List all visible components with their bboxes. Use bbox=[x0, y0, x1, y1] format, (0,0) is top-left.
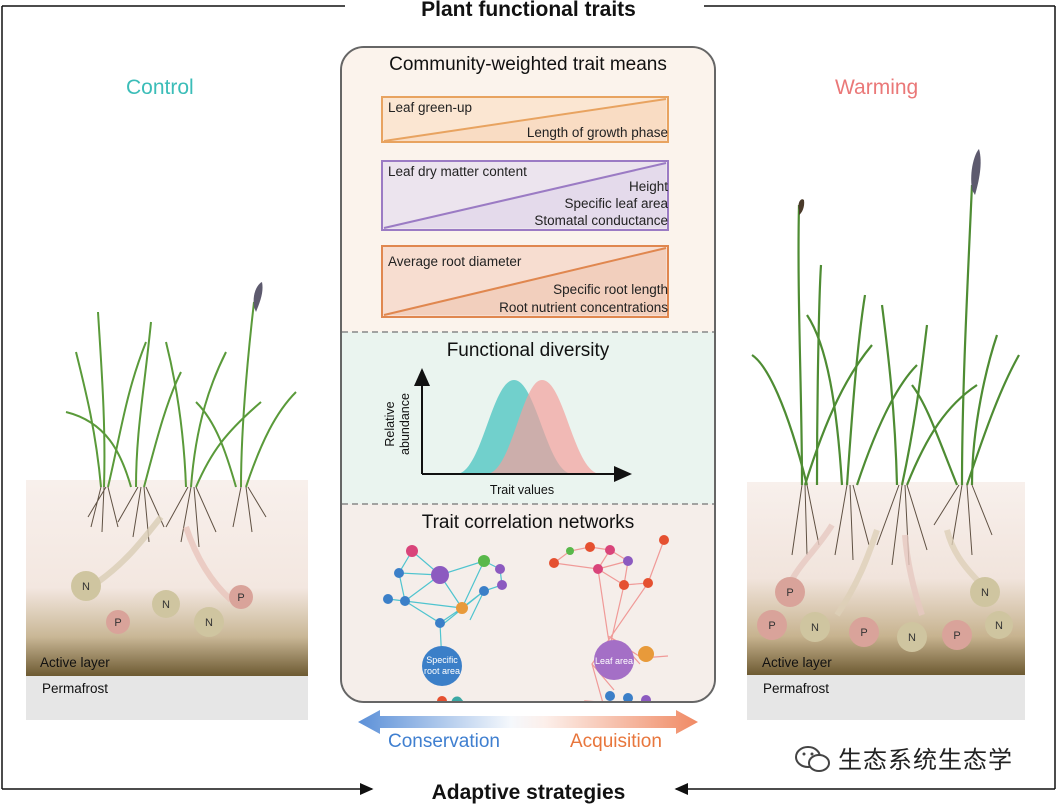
fd-ylabel-line2: abundance bbox=[398, 393, 412, 455]
warming-label: Warming bbox=[835, 76, 919, 99]
trait-wedges bbox=[381, 96, 669, 318]
acquisition-label: Acquisition bbox=[570, 731, 662, 752]
watermark-text: 生态系统生态学 bbox=[838, 747, 1013, 774]
warming-active-layer-label: Active layer bbox=[762, 655, 832, 670]
nutrient-n: N bbox=[82, 581, 90, 593]
figure-title: Plant functional traits bbox=[421, 0, 636, 21]
fd-xlabel: Trait values bbox=[490, 483, 554, 497]
trait-avg-root-diameter: Average root diameter bbox=[388, 254, 522, 269]
nutrient-n: N bbox=[205, 617, 213, 629]
warming-distribution bbox=[487, 380, 600, 474]
control-label: Control bbox=[126, 76, 194, 99]
trait-leaf-green-up: Leaf green-up bbox=[388, 100, 473, 115]
trait-srl: Specific root length bbox=[553, 282, 668, 297]
control-illustration: N P N N P bbox=[26, 282, 308, 720]
nutrient-n: N bbox=[995, 620, 1003, 632]
right-hub-label: Leaf area bbox=[595, 656, 633, 666]
nutrient-p: P bbox=[114, 617, 121, 629]
control-active-layer bbox=[26, 480, 308, 676]
left-network-nodes bbox=[383, 545, 507, 701]
warming-illustration: P P N P N P N N bbox=[747, 149, 1025, 720]
fd-ylabel-line1: Relative bbox=[383, 401, 397, 446]
nutrient-n: N bbox=[162, 599, 170, 611]
conservation-label: Conservation bbox=[388, 731, 500, 752]
nutrient-p: P bbox=[860, 627, 867, 639]
wechat-icon bbox=[795, 746, 830, 772]
left-hub-line1: Specific bbox=[426, 655, 458, 665]
warming-permafrost-label: Permafrost bbox=[763, 681, 830, 696]
nutrient-p: P bbox=[768, 620, 775, 632]
trait-ldmc: Leaf dry matter content bbox=[388, 164, 527, 179]
trait-root-nutrients: Root nutrient concentrations bbox=[499, 300, 668, 315]
nutrient-n: N bbox=[908, 632, 916, 644]
trait-length-growth-phase: Length of growth phase bbox=[526, 125, 668, 140]
strategy-arrow bbox=[358, 710, 698, 734]
nutrient-n: N bbox=[811, 622, 819, 634]
tcn-networks: Specific root area Leaf area bbox=[383, 535, 669, 701]
leaf-economics-box bbox=[381, 160, 669, 231]
nutrient-p: P bbox=[237, 592, 244, 604]
root-economics-box bbox=[381, 245, 669, 318]
tcn-title: Trait correlation networks bbox=[421, 512, 635, 533]
fd-plot: Relative abundance Trait values bbox=[383, 368, 632, 497]
trait-sla: Specific leaf area bbox=[564, 196, 668, 211]
bottom-title: Adaptive strategies bbox=[431, 781, 626, 804]
phenology-box bbox=[381, 96, 669, 143]
trait-height: Height bbox=[628, 179, 668, 194]
control-active-layer-label: Active layer bbox=[40, 655, 110, 670]
nutrient-n: N bbox=[981, 587, 989, 599]
left-hub-line2: root area bbox=[424, 666, 460, 676]
central-panel: Community-weighted trait means Leaf gree… bbox=[340, 46, 716, 703]
trait-stomatal-conductance: Stomatal conductance bbox=[534, 213, 668, 228]
nutrient-p: P bbox=[786, 587, 793, 599]
fd-title: Functional diversity bbox=[446, 340, 610, 361]
right-network-nodes bbox=[549, 535, 669, 701]
control-permafrost bbox=[26, 676, 308, 720]
cwm-title: Community-weighted trait means bbox=[389, 54, 667, 75]
nutrient-p: P bbox=[953, 630, 960, 642]
control-permafrost-label: Permafrost bbox=[42, 681, 109, 696]
warming-permafrost bbox=[747, 675, 1025, 720]
